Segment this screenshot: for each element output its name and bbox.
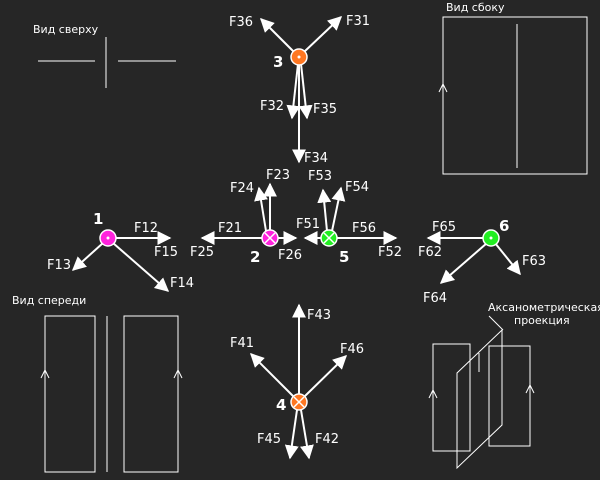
arrow-f13 [71,242,104,271]
front-view: Вид спереди [12,294,183,473]
force-label-f63: F63 [522,254,546,269]
force-arrows [71,16,521,460]
arrow-f53 [317,188,332,232]
arrow-f64 [439,242,488,284]
node-4-label: 4 [276,396,286,414]
node-1-label: 1 [93,210,103,228]
force-label-f42: F42 [315,432,339,447]
axonometric-view: Аксанометрическая проекция [428,301,600,470]
force-label-f54: F54 [345,180,369,195]
side-view-arrow-head [438,82,448,93]
nodes: 1 2 3 4 5 6 [93,48,509,414]
node-2-label: 2 [250,248,260,266]
top-view-caption: Вид сверху [33,23,99,36]
arrow-f24 [254,186,268,232]
node-2: 2 [250,229,279,266]
force-label-f23: F23 [266,168,290,183]
node-5-label: 5 [339,248,349,266]
force-label-f32: F32 [260,99,284,114]
force-label-f51: F51 [296,217,320,232]
force-label-f41: F41 [230,336,254,351]
force-label-f21: F21 [218,221,242,236]
side-view: Вид сбоку [438,1,588,175]
axon-arrow-right [525,383,535,394]
force-label-f34: F34 [304,151,328,166]
force-label-f46: F46 [340,342,364,357]
force-label-f13: F13 [47,258,71,273]
node-5: 5 [320,229,349,266]
node-6-label: 6 [499,217,509,235]
arrow-f54 [331,186,346,232]
force-label-f12: F12 [134,221,158,236]
axonometric-caption-line1: Аксанометрическая [488,301,600,314]
force-label-f31: F31 [346,14,370,29]
node-3-label: 3 [273,53,283,71]
force-label-f26: F26 [278,248,302,263]
force-label-f62: F62 [418,245,442,260]
arrow-f32 [286,63,301,120]
force-label-f36: F36 [229,15,253,30]
arrow-f46 [304,355,348,397]
force-label-f52: F52 [378,245,402,260]
node-4: 4 [276,393,308,414]
axon-plane [456,328,503,470]
axon-rect-left [432,343,471,452]
axonometric-caption-line2: проекция [514,314,570,327]
force-label-f15: F15 [154,245,178,260]
force-label-f24: F24 [230,181,254,196]
arrow-f36 [260,18,295,53]
front-view-caption: Вид спереди [12,294,86,307]
arrow-f14 [112,242,170,292]
force-label-f43: F43 [307,308,331,323]
top-view: Вид сверху [33,23,176,88]
front-view-rect-right [123,315,179,473]
arrow-f45 [284,409,299,460]
force-label-f53: F53 [308,169,332,184]
force-label-f35: F35 [313,102,337,117]
node-3: 3 [273,48,308,71]
arrow-f42 [300,409,314,460]
node-6: 6 [482,217,509,247]
side-view-frame [442,16,588,175]
node-1: 1 [93,210,117,247]
arrow-f63 [494,242,521,276]
arrow-f41 [250,353,294,397]
force-label-f65: F65 [432,220,456,235]
arrow-f31 [303,16,343,53]
force-labels: F12 F13 F14 F15 F21 F23 F24 F25 F26 F31 … [47,14,546,447]
front-view-rect-left [44,315,96,473]
force-label-f56: F56 [352,221,376,236]
axon-caption-leader [488,315,504,331]
force-label-f25: F25 [190,245,214,260]
axon-arrow-left [428,388,438,399]
force-label-f14: F14 [170,276,194,291]
side-view-caption: Вид сбоку [446,1,505,14]
force-label-f64: F64 [423,291,447,306]
arrow-f35 [298,63,313,120]
force-label-f45: F45 [257,432,281,447]
